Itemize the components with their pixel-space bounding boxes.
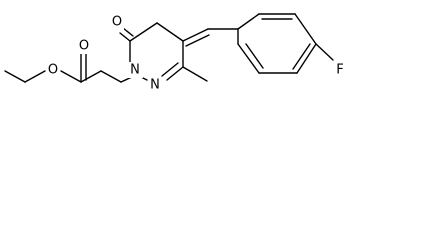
chemical-structure: O O N N O F <box>0 0 425 96</box>
ring-nitrogen-2-label: N <box>150 78 160 93</box>
bond-ch2-linker <box>100 70 122 83</box>
bond-exocyclic-double-b <box>185 34 210 47</box>
ester-carbonyl-oxygen-label: O <box>79 39 89 54</box>
mask-n2 <box>148 77 163 93</box>
bond-ch2-ester-o <box>24 70 46 83</box>
bond-exocyclic-double-a <box>182 28 209 42</box>
bond-carbonyl-ch2 <box>80 70 102 83</box>
bond-aryl-1 <box>237 13 260 30</box>
bond-aryl-4-inner <box>292 43 311 70</box>
bond-c6-ketone-b <box>122 27 134 37</box>
bond-aryl-4 <box>296 43 317 74</box>
ketone-oxygen-label: O <box>112 15 122 30</box>
bond-ester-o-carbonyl <box>60 70 82 83</box>
mask-ketone-o <box>110 14 124 30</box>
bond-c6-ketone-a <box>119 32 131 42</box>
fluorine-label: F <box>336 63 343 78</box>
mask-ester-o <box>46 62 60 78</box>
bond-ethyl-ch3-ch2 <box>4 70 26 83</box>
ester-oxygen-label: O <box>48 63 58 78</box>
mask-n1 <box>128 62 143 78</box>
bond-c3-methyl <box>182 66 208 82</box>
mask-fluorine <box>333 62 347 78</box>
bond-c3-n2-a <box>166 66 184 81</box>
bond-c5-c4 <box>156 22 184 42</box>
bond-aryl-3 <box>294 13 317 45</box>
bond-aryl-fluorine <box>315 43 334 61</box>
bond-c3-n2-b <box>161 62 179 77</box>
bond-c6-c5 <box>129 22 158 42</box>
bond-aryl-6-inner <box>245 43 264 69</box>
mask-carbonyl-o <box>77 38 91 54</box>
bond-aryl-6 <box>237 43 260 74</box>
structure-svg: O O N N O F <box>4 13 347 93</box>
ring-nitrogen-1-label: N <box>130 63 140 78</box>
